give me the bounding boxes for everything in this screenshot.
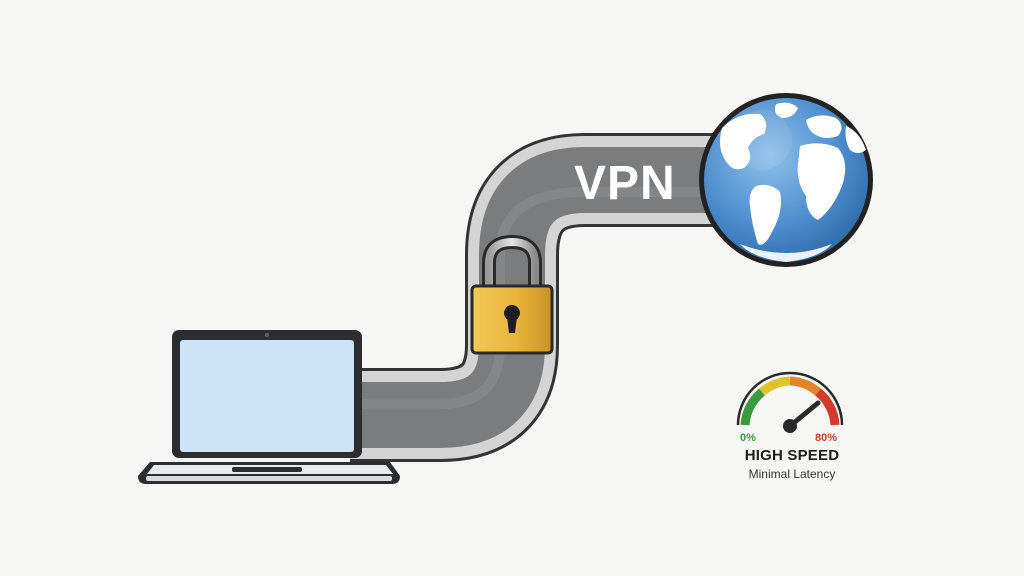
padlock-icon	[470, 234, 554, 355]
gauge-min-label: 0%	[740, 432, 756, 444]
speed-title: HIGH SPEED	[744, 447, 840, 464]
speedometer-icon	[736, 371, 844, 433]
globe-icon	[699, 93, 873, 267]
speed-subtitle: Minimal Latency	[748, 467, 836, 481]
laptop-icon	[138, 330, 400, 484]
laptop-screen	[180, 340, 354, 452]
gauge-max-label: 80%	[815, 432, 838, 444]
vpn-label: VPN	[574, 157, 676, 210]
